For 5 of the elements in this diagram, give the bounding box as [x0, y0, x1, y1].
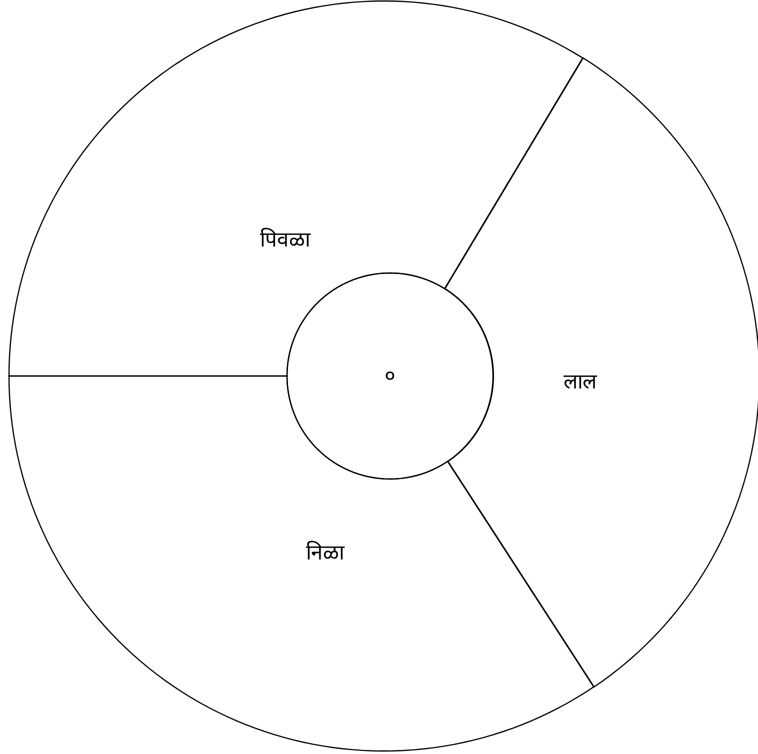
color-name: निळा: [306, 539, 344, 566]
color-name: पिवळा: [260, 226, 310, 254]
color-name: लाल: [563, 368, 596, 396]
wheel-sector: [444, 58, 758, 687]
center-mark-label: ०: [384, 362, 396, 390]
